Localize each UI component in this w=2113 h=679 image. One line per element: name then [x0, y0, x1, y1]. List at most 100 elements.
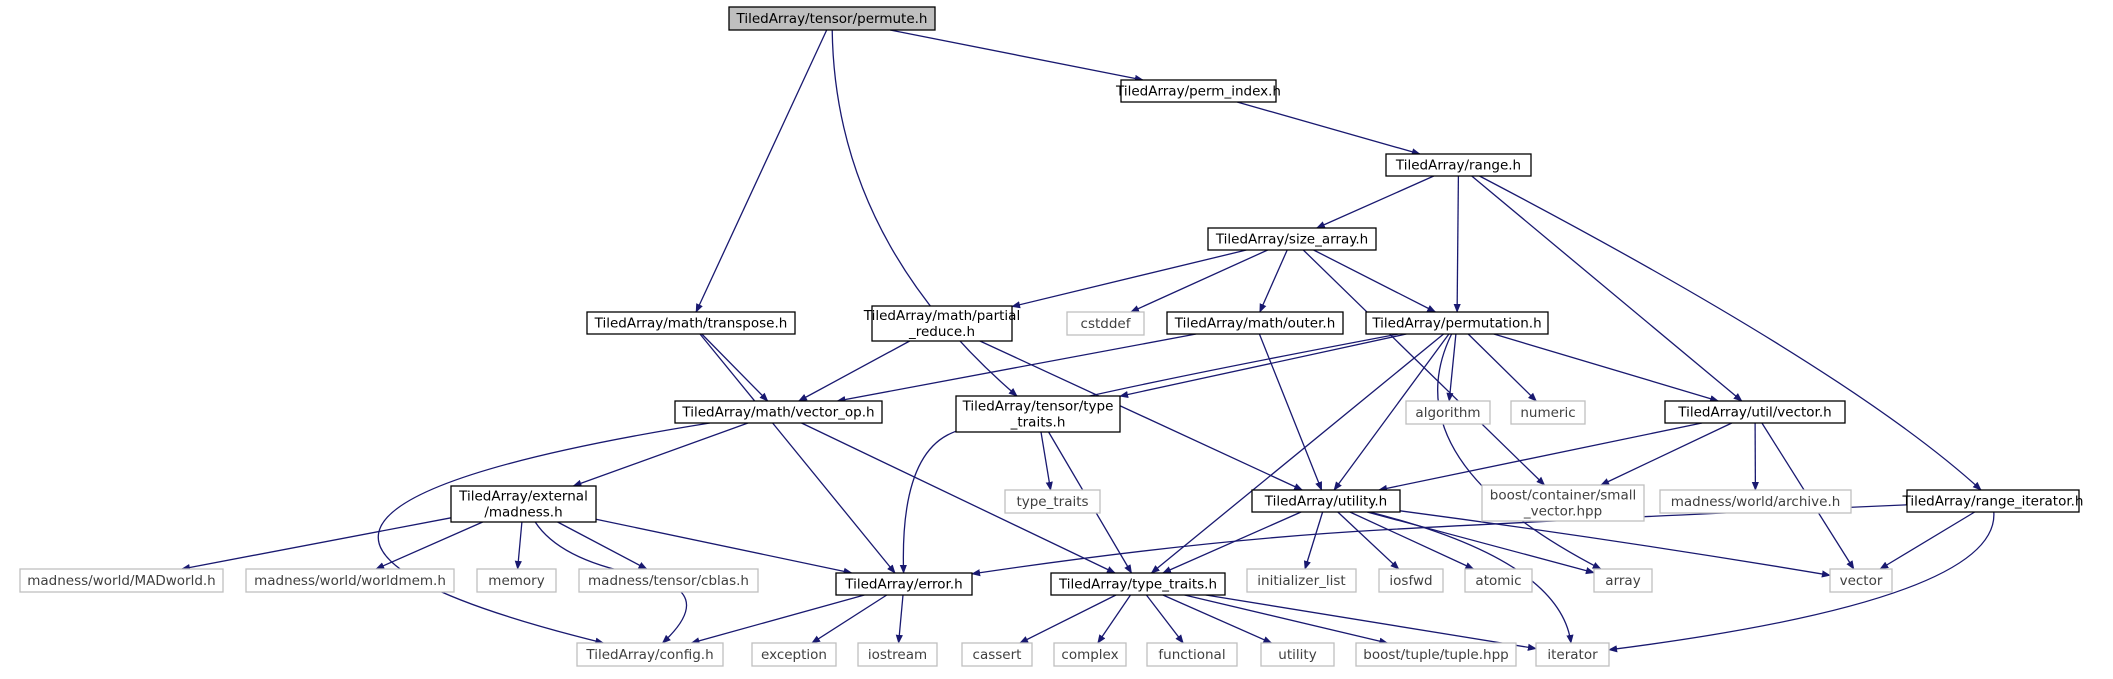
node-utility_h[interactable]: TiledArray/utility.h [1251, 489, 1401, 513]
node-label: TiledArray/range.h [1395, 158, 1521, 174]
node-box [476, 568, 557, 593]
node-worldmem: madness/world/worldmem.h [245, 568, 455, 593]
edge-size_array-to-permutation [1313, 249, 1437, 313]
edge-permutation-to-error [899, 333, 1399, 574]
node-algorithm: algorithm [1405, 400, 1491, 425]
node-box [1481, 484, 1645, 522]
node-label: TiledArray/permutation.h [1371, 316, 1541, 332]
node-cstddef: cstddef [1066, 311, 1145, 336]
node-box [245, 568, 455, 593]
edge-partial_reduce-to-utility_h [979, 340, 1304, 491]
edge-permutation-to-algorithm [1446, 333, 1457, 402]
node-label: /madness.h [484, 505, 562, 521]
node-label: TiledArray/config.h [585, 647, 713, 663]
node-label: _traits.h [1010, 415, 1066, 431]
node-range[interactable]: TiledArray/range.h [1385, 153, 1532, 177]
node-box [955, 395, 1121, 433]
node-transpose[interactable]: TiledArray/math/transpose.h [586, 311, 796, 335]
node-label: iterator [1547, 647, 1598, 663]
node-external_madness[interactable]: TiledArray/external/madness.h [450, 485, 597, 523]
edge-range_iterator-to-vector_sys [1879, 511, 1976, 570]
edge-tensor_type_traits-to-type_traits_sys [1040, 431, 1053, 491]
edge-range_iterator-to-iterator [1608, 511, 1995, 653]
node-tuple: boost/tuple/tuple.hpp [1355, 642, 1517, 667]
node-size_array[interactable]: TiledArray/size_array.h [1207, 227, 1377, 251]
edge-perm_index-to-range [1236, 101, 1421, 156]
node-range_iterator[interactable]: TiledArray/range_iterator.h [1901, 489, 2084, 513]
node-label: TiledArray/size_array.h [1215, 232, 1368, 248]
node-ta_type_traits[interactable]: TiledArray/type_traits.h [1050, 572, 1226, 596]
node-label: utility [1278, 647, 1316, 663]
node-box [1385, 153, 1532, 177]
edge-ta_type_traits-to-complex [1097, 594, 1132, 644]
edge-permutation-to-ta_type_traits [1150, 333, 1445, 574]
edge-permutation-to-array [1437, 333, 1602, 570]
node-box [1050, 572, 1226, 596]
node-label: iosfwd [1389, 573, 1432, 589]
node-exception: exception [751, 642, 837, 667]
edge-error-to-exception [811, 594, 888, 644]
node-label: _reduce.h [908, 324, 975, 340]
node-util_vector[interactable]: TiledArray/util/vector.h [1664, 400, 1846, 424]
node-label: TiledArray/type_traits.h [1058, 577, 1217, 593]
node-initializer_list: initializer_list [1246, 568, 1357, 593]
node-box [1405, 400, 1491, 425]
node-label: madness/tensor/cblas.h [588, 573, 749, 589]
node-numeric: numeric [1510, 400, 1586, 425]
node-box [728, 6, 936, 31]
node-box [1355, 642, 1517, 667]
edge-utility_h-to-vector_sys [1399, 510, 1831, 578]
node-vector_op[interactable]: TiledArray/math/vector_op.h [674, 400, 883, 424]
node-partial_reduce[interactable]: TiledArray/math/partial_reduce.h [863, 305, 1020, 342]
node-error[interactable]: TiledArray/error.h [835, 572, 973, 596]
edge-ta_type_traits-to-functional [1145, 594, 1184, 644]
edge-size_array-to-outer [1259, 249, 1288, 313]
node-box [1166, 311, 1344, 335]
edge-permutation-to-tensor_type_traits [1119, 333, 1407, 398]
edge-external_madness-to-memory [514, 521, 523, 570]
edge-ta_type_traits-to-utility_sys [1162, 594, 1273, 644]
node-type_traits_sys: type_traits [1004, 489, 1101, 514]
node-label: exception [761, 647, 827, 663]
node-label: numeric [1520, 405, 1575, 421]
node-outer[interactable]: TiledArray/math/outer.h [1166, 311, 1344, 335]
edge-permutation-to-util_vector [1493, 333, 1720, 403]
edge-transpose-to-error [699, 333, 896, 574]
node-label: boost/container/small [1490, 488, 1636, 504]
node-box [1378, 568, 1444, 593]
node-config: TiledArray/config.h [576, 642, 724, 667]
node-permute[interactable]: TiledArray/tensor/permute.h [728, 6, 936, 31]
node-perm_index[interactable]: TiledArray/perm_index.h [1115, 79, 1281, 103]
edge-error-to-config [690, 594, 865, 645]
node-label: madness/world/archive.h [1671, 494, 1841, 510]
node-box [674, 400, 883, 424]
edge-range-to-util_vector [1471, 175, 1743, 402]
node-label: type_traits [1016, 494, 1088, 510]
nodes: TiledArray/tensor/permute.hTiledArray/pe… [19, 6, 2084, 667]
edge-external_madness-to-error [595, 518, 853, 575]
node-label: TiledArray/utility.h [1264, 494, 1387, 510]
edge-external_madness-to-cblas [557, 521, 648, 570]
node-box [1906, 489, 2080, 513]
edge-util_vector-to-small_vector [1600, 422, 1733, 486]
edge-utility_h-to-atomic [1349, 511, 1475, 570]
node-cblas: madness/tensor/cblas.h [578, 568, 759, 593]
edge-permute-to-perm_index [889, 29, 1144, 82]
node-box [1829, 568, 1893, 593]
edges [181, 29, 1995, 653]
node-archive: madness/world/archive.h [1659, 489, 1852, 514]
node-box [1365, 311, 1549, 335]
node-tensor_type_traits[interactable]: TiledArray/tensor/type_traits.h [955, 395, 1121, 433]
edge-error-to-iostream [895, 594, 904, 644]
edge-vector_op-to-config [377, 422, 711, 645]
edge-permutation-to-numeric [1467, 333, 1537, 402]
node-box [1066, 311, 1145, 336]
edge-size_array-to-cstddef [1130, 249, 1268, 313]
edge-utility_h-to-iosfwd [1337, 511, 1400, 570]
node-iterator: iterator [1535, 642, 1610, 667]
node-box [1664, 400, 1846, 424]
node-permutation[interactable]: TiledArray/permutation.h [1365, 311, 1549, 335]
node-label: _vector.hpp [1523, 504, 1602, 520]
node-box [751, 642, 837, 667]
